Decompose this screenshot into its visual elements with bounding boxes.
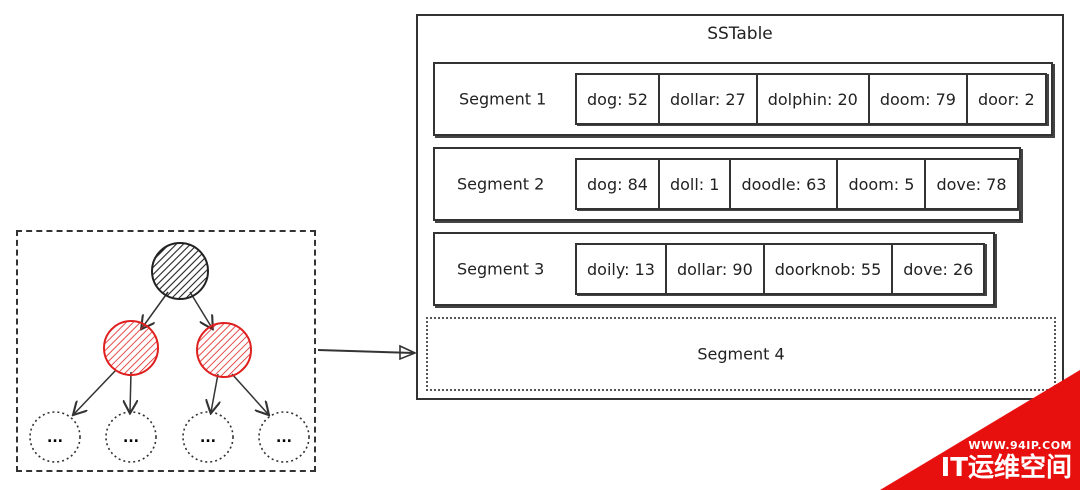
tree-leaf-node bbox=[182, 411, 234, 463]
tree-leaf-label: ... bbox=[276, 430, 292, 446]
memtable-tree-panel: ... ... ... ... bbox=[16, 230, 316, 472]
key-value-entry: doll: 1 bbox=[660, 160, 732, 208]
watermark-name: IT运维空间 bbox=[940, 453, 1072, 483]
tree-leaf-node bbox=[258, 411, 310, 463]
key-value-entry: doorknob: 55 bbox=[765, 245, 894, 293]
key-value-entry: doily: 13 bbox=[577, 245, 667, 293]
key-value-entry: doom: 5 bbox=[838, 160, 927, 208]
tree-root-node bbox=[151, 242, 209, 300]
tree-leaf-node bbox=[29, 411, 81, 463]
tree-leaf-label: ... bbox=[47, 430, 63, 446]
tree-leaf-node bbox=[105, 411, 157, 463]
segment-entries: doily: 13 dollar: 90 doorknob: 55 dove: … bbox=[575, 243, 986, 295]
segment-label: Segment 3 bbox=[457, 259, 545, 279]
segment-label: Segment 1 bbox=[459, 89, 547, 109]
edge-root-left bbox=[142, 291, 169, 328]
key-value-entry: dollar: 27 bbox=[660, 75, 758, 123]
watermark-url: WWW.94IP.COM bbox=[968, 439, 1072, 452]
segment-3: Segment 3 doily: 13 dollar: 90 doorknob:… bbox=[433, 232, 995, 306]
flush-arrow bbox=[317, 344, 418, 361]
edge-left-leaf1 bbox=[74, 369, 117, 414]
edge-root-right bbox=[189, 291, 212, 328]
key-value-entry: dog: 52 bbox=[577, 75, 660, 123]
segment-1: Segment 1 dog: 52 dollar: 27 dolphin: 20… bbox=[433, 62, 1053, 136]
segment-4: Segment 4 bbox=[426, 317, 1056, 391]
key-value-entry: doom: 79 bbox=[870, 75, 968, 123]
edge-right-leaf4 bbox=[231, 373, 268, 414]
segment-entries: dog: 52 dollar: 27 dolphin: 20 doom: 79 … bbox=[575, 73, 1047, 125]
key-value-entry: dog: 84 bbox=[577, 160, 660, 208]
key-value-entry: dollar: 90 bbox=[667, 245, 765, 293]
tree-edges bbox=[74, 291, 268, 414]
key-value-entry: dove: 78 bbox=[936, 174, 1007, 194]
sstable-container: SSTable Segment 1 dog: 52 dollar: 27 dol… bbox=[416, 14, 1064, 400]
edge-left-leaf2 bbox=[130, 371, 131, 412]
segment-2: Segment 2 dog: 84 doll: 1 doodle: 63 doo… bbox=[433, 147, 1021, 221]
tree-left-red-node bbox=[103, 320, 159, 376]
segment-label: Segment 2 bbox=[457, 174, 545, 194]
tree-right-red-node bbox=[196, 322, 252, 378]
tree-leaf-label: ... bbox=[200, 430, 216, 446]
segment-entries: dog: 84 doll: 1 doodle: 63 doom: 5 dove:… bbox=[575, 158, 1019, 210]
key-value-entry: dolphin: 20 bbox=[758, 75, 870, 123]
watermark-triangle bbox=[880, 370, 1080, 490]
tree-leaf-label: ... bbox=[123, 430, 139, 446]
edge-right-leaf3 bbox=[211, 373, 218, 412]
sstable-title: SSTable bbox=[707, 24, 773, 44]
key-value-entry: dove: 26 bbox=[903, 259, 974, 279]
red-black-tree: ... ... ... ... bbox=[29, 242, 310, 463]
key-value-entry: doodle: 63 bbox=[731, 160, 839, 208]
segment-label: Segment 4 bbox=[697, 344, 785, 364]
key-value-entry: door: 2 bbox=[977, 89, 1035, 109]
